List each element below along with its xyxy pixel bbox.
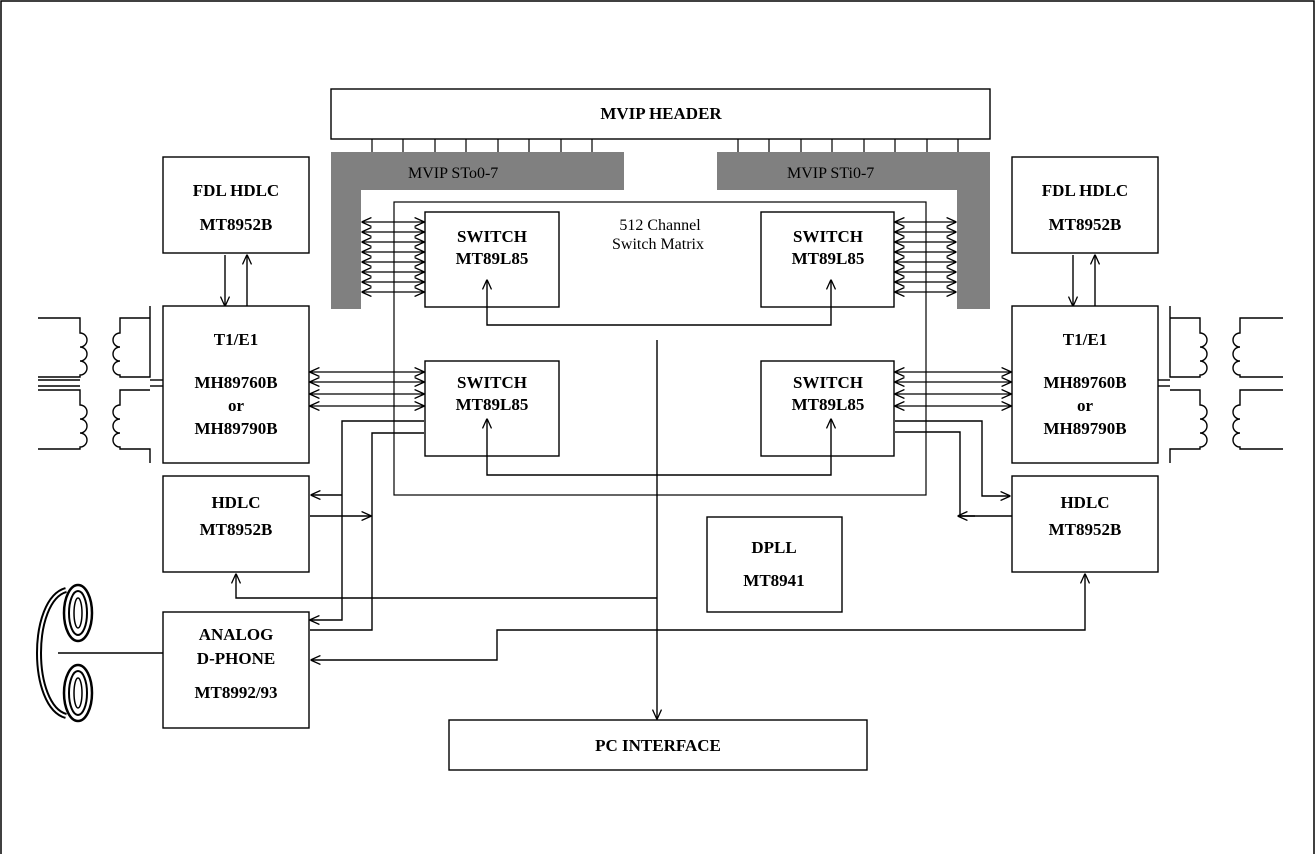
analog-line1: ANALOG — [199, 625, 274, 644]
switch-top-right-box — [760, 211, 895, 308]
fdl-hdlc-right-box — [1011, 156, 1159, 254]
dpll-box — [706, 516, 843, 613]
analog-line3: MT8992/93 — [194, 683, 277, 702]
t1e1-right-line2: MH89760B — [1043, 373, 1126, 392]
t1e1-right-line3: or — [1077, 396, 1094, 415]
t1e1-left-line1: T1/E1 — [214, 330, 258, 349]
mvip-header-pins — [371, 139, 959, 152]
analog-line2: D-PHONE — [197, 649, 275, 668]
right-switch-wiring — [895, 420, 1012, 516]
matrix-label-line1: 512 Channel — [619, 217, 701, 234]
switch-bottom-left-box — [424, 360, 560, 457]
t1e1-right-switch-links — [895, 372, 1011, 406]
dpll-line1: DPLL — [751, 538, 796, 557]
hdlc-right-analog-link — [311, 574, 1085, 660]
mvip-bus-right — [717, 152, 990, 309]
mvip-sto-label: MVIP STo0-7 — [408, 165, 498, 182]
bus-links-left — [362, 222, 424, 292]
switch-top-left-box — [424, 211, 560, 308]
t1e1-left-line2: MH89760B — [194, 373, 277, 392]
hdlc-right-line2: MT8952B — [1049, 520, 1122, 539]
fdl-hdlc-left-box — [162, 156, 310, 254]
hdlc-left-line1: HDLC — [211, 493, 260, 512]
t1e1-right-line1: T1/E1 — [1063, 330, 1107, 349]
matrix-label-line2: Switch Matrix — [612, 236, 704, 253]
hdlc-left-box — [162, 475, 310, 573]
transformer-right-icon — [1158, 306, 1283, 463]
switch-top-left-line1: SWITCH — [457, 227, 527, 246]
telephone-handset-icon — [36, 583, 163, 723]
bottom-switch-interconnect — [487, 419, 831, 476]
analog-dphone-box — [162, 611, 310, 729]
fdl-right-links — [1073, 255, 1095, 306]
fdl-left-links — [225, 255, 247, 306]
switch-bottom-right-line1: SWITCH — [793, 373, 863, 392]
fdl-hdlc-right-line2: MT8952B — [1049, 215, 1122, 234]
switch-bottom-right-box — [760, 360, 895, 457]
switch-top-right-line1: SWITCH — [793, 227, 863, 246]
t1e1-left-switch-links — [310, 372, 424, 406]
fdl-hdlc-left-line1: FDL HDLC — [193, 181, 279, 200]
top-switch-interconnect — [487, 280, 831, 326]
mvip-sti-label: MVIP STi0-7 — [787, 165, 874, 182]
t1e1-right-box — [1011, 305, 1159, 464]
switch-top-left-line2: MT89L85 — [456, 249, 529, 268]
pc-interface-box — [448, 719, 868, 771]
t1e1-left-box — [162, 305, 310, 464]
t1e1-left-line3: or — [228, 396, 245, 415]
pc-interface-label: PC INTERFACE — [595, 736, 721, 755]
switch-matrix-outline — [393, 201, 927, 496]
bus-links-right — [895, 222, 956, 292]
hdlc-left-pc-link — [236, 574, 657, 599]
fdl-hdlc-left-line2: MT8952B — [200, 215, 273, 234]
dpll-line2: MT8941 — [743, 571, 804, 590]
hdlc-right-box — [1011, 475, 1159, 573]
switch-bottom-right-line2: MT89L85 — [792, 395, 865, 414]
switch-bottom-left-line1: SWITCH — [457, 373, 527, 392]
mvip-header-box — [330, 88, 991, 140]
hdlc-right-line1: HDLC — [1060, 493, 1109, 512]
mvip-header-label: MVIP HEADER — [600, 104, 722, 123]
hdlc-left-line2: MT8952B — [200, 520, 273, 539]
switch-bottom-left-line2: MT89L85 — [456, 395, 529, 414]
t1e1-left-line4: MH89790B — [194, 419, 277, 438]
t1e1-right-line4: MH89790B — [1043, 419, 1126, 438]
fdl-hdlc-right-line1: FDL HDLC — [1042, 181, 1128, 200]
transformer-left-icon — [38, 306, 163, 463]
switch-top-right-line2: MT89L85 — [792, 249, 865, 268]
mvip-bus-left — [331, 152, 624, 309]
